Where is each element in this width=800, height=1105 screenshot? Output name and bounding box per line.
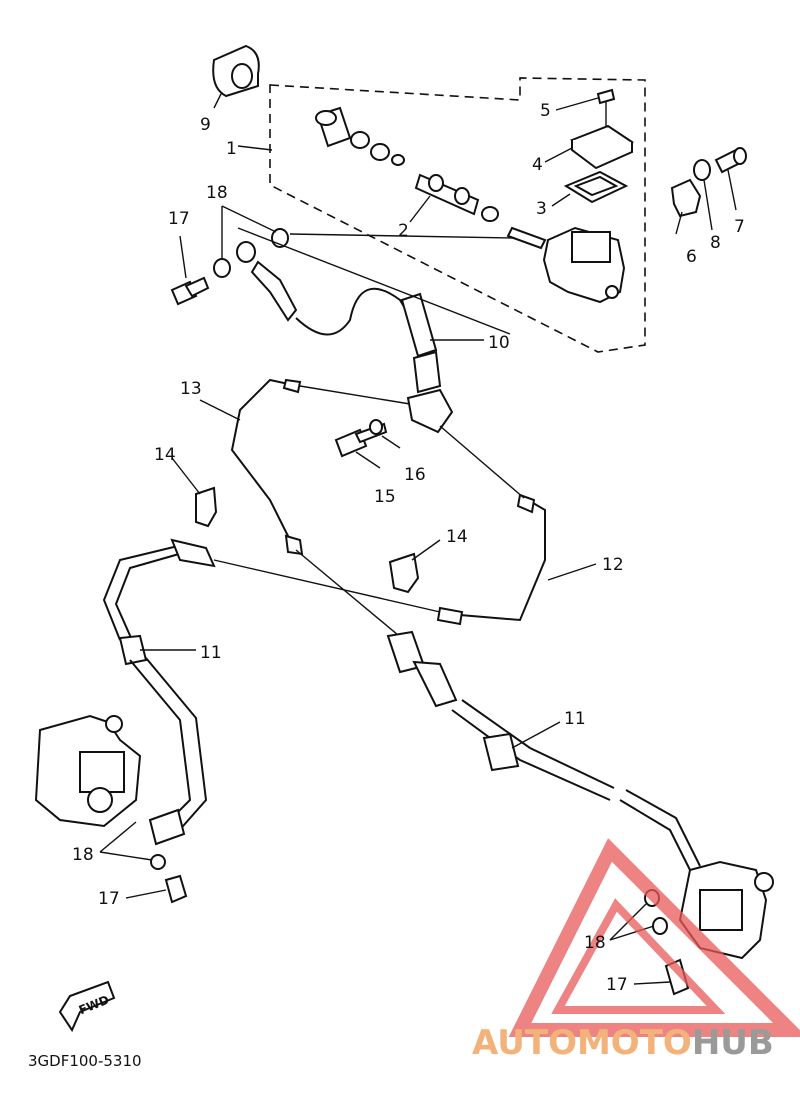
- brake-hose-left: [102, 538, 216, 846]
- callout-13: 13: [180, 379, 202, 399]
- callout-11-right: 11: [564, 709, 586, 729]
- callout-7: 7: [734, 217, 745, 237]
- boot-part: [212, 44, 260, 98]
- callout-17-left: 17: [98, 889, 120, 909]
- brake-hose-joint: [406, 388, 454, 434]
- diagram-code: 3GDF100-5310: [28, 1052, 142, 1070]
- watermark-triangle: [508, 838, 800, 1037]
- piston-kit: [315, 106, 547, 250]
- watermark-logo: AUTOMOTOHUB: [472, 1023, 774, 1063]
- callout-4: 4: [532, 155, 543, 175]
- brake-pipe-13: [230, 378, 299, 541]
- callout-10: 10: [488, 333, 510, 353]
- union-bolt-top: [170, 228, 289, 306]
- assembly-boundary: [269, 77, 646, 353]
- callout-16: 16: [404, 465, 426, 485]
- union-bolt-left: [164, 874, 188, 904]
- joint-bolt-washer: [334, 419, 388, 458]
- watermark-text-a: AUTOMOTO: [472, 1023, 692, 1063]
- callout-14-right: 14: [446, 527, 468, 547]
- callout-14-left: 14: [154, 445, 176, 465]
- holder-bolt-washer: [670, 147, 747, 218]
- callout-15: 15: [374, 487, 396, 507]
- callout-2: 2: [398, 221, 409, 241]
- brake-caliper-left: [34, 714, 142, 828]
- callout-17-right: 17: [606, 975, 628, 995]
- brake-pipe-12: [459, 499, 546, 622]
- brake-hose-right: [386, 630, 701, 871]
- callout-8: 8: [710, 233, 721, 253]
- callout-18-top: 18: [206, 183, 228, 203]
- hose-clip-left: [195, 486, 218, 528]
- callout-17-top: 17: [168, 209, 190, 229]
- callout-18-left: 18: [72, 845, 94, 865]
- washer-left: [150, 854, 166, 870]
- fwd-arrow: [58, 980, 116, 1033]
- master-cylinder-body: [542, 226, 626, 304]
- brake-hose-upper: [236, 241, 442, 394]
- callout-5: 5: [540, 101, 551, 121]
- reservoir-parts: [563, 88, 635, 204]
- callout-1: 1: [226, 139, 237, 159]
- hose-clip-right: [388, 552, 420, 594]
- callout-3: 3: [536, 199, 547, 219]
- callout-6: 6: [686, 247, 697, 267]
- washer-right-b: [652, 917, 668, 935]
- callout-11-left: 11: [200, 643, 222, 663]
- callout-9: 9: [200, 115, 211, 135]
- callout-18-right: 18: [584, 933, 606, 953]
- watermark-text-b: HUB: [692, 1023, 774, 1063]
- callout-12: 12: [602, 555, 624, 575]
